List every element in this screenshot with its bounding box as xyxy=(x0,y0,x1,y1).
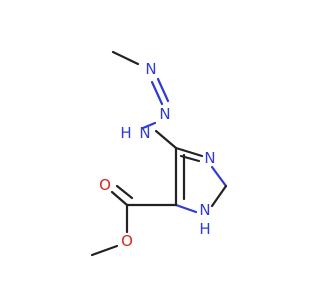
bond-n-n-double-a xyxy=(150,80,164,106)
atom-labels: N N H N N N H O O xyxy=(99,60,216,250)
bond-n1-c5 xyxy=(174,203,198,214)
bond-n-n-double-b xyxy=(156,77,170,103)
atom-n-ring-1: N xyxy=(199,201,210,219)
atom-n-amino: N xyxy=(139,124,150,142)
atom-o-carbonyl: O xyxy=(99,176,111,194)
bond-nh-c4 xyxy=(154,129,178,150)
bond-c4-n3 xyxy=(174,146,204,158)
atom-n-triazene-1: N xyxy=(145,60,156,78)
bond-c2-n1 xyxy=(210,184,228,208)
atom-h-amino: H xyxy=(120,124,131,142)
atom-o-ester: O xyxy=(121,232,133,250)
bonds xyxy=(90,50,228,257)
bond-oester-methyl xyxy=(90,244,119,257)
molecule-structure: N N H N N N H O O xyxy=(90,50,228,257)
atom-n-triazene-2: N xyxy=(159,105,170,123)
bond-n3-c2 xyxy=(210,165,228,188)
atom-h-ring: H xyxy=(199,220,210,238)
bond-c-o-double-a xyxy=(110,190,129,207)
bond-c-o-double-b xyxy=(115,184,134,200)
bond-n-nh xyxy=(141,121,157,130)
atom-n-ring-3: N xyxy=(204,149,215,167)
bond-methyl-n xyxy=(111,50,140,66)
